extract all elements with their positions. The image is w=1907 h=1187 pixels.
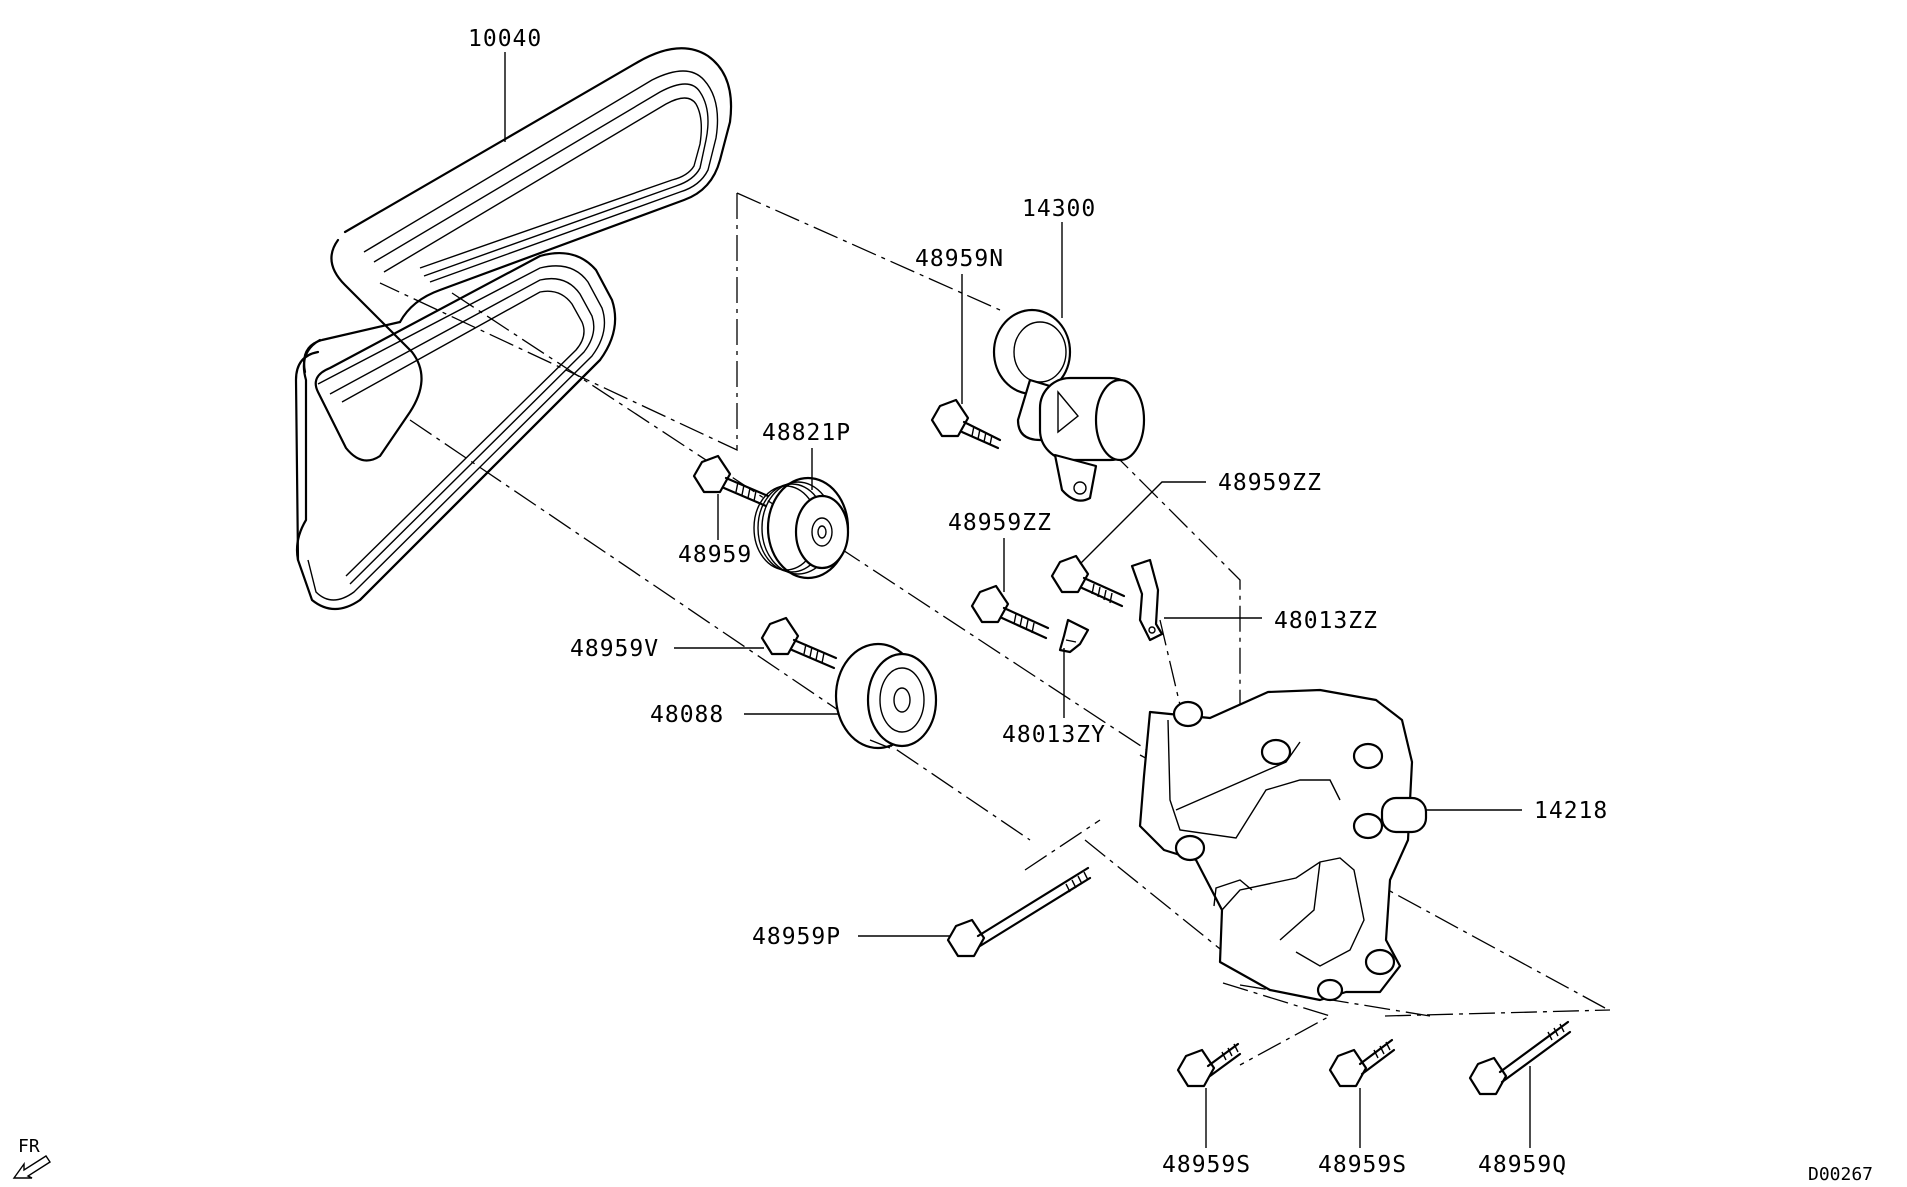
drawing-code: D00267 — [1808, 1164, 1873, 1185]
bolt-48959s-right[interactable] — [1328, 1038, 1396, 1088]
label-bracket: 14218 — [1534, 798, 1608, 824]
label-belt: 10040 — [468, 26, 542, 52]
leader-bolt-zz-right — [1079, 481, 1206, 565]
bolt-48959zz-right[interactable] — [1050, 554, 1126, 608]
bracket-clip-48013zz[interactable] — [1130, 558, 1164, 642]
label-bolt-zz-left: 48959ZZ — [948, 510, 1052, 536]
label-tensioner-bolt: 48959N — [915, 246, 1004, 272]
drive-belt[interactable] — [294, 47, 733, 611]
bolt-48959[interactable] — [692, 454, 770, 508]
idler-pulley-lower[interactable] — [834, 642, 938, 750]
assembly-centerlines — [379, 192, 1611, 1066]
label-bolt-q: 48959Q — [1478, 1152, 1567, 1178]
belt-tensioner[interactable] — [992, 308, 1146, 502]
label-bolt-upper: 48959 — [678, 542, 752, 568]
bolt-48959s-left[interactable] — [1176, 1042, 1242, 1088]
label-tensioner: 14300 — [1022, 196, 1096, 222]
accessory-bracket[interactable] — [1138, 688, 1428, 1002]
bolt-48959q[interactable] — [1468, 1020, 1572, 1096]
label-bolt-s-left: 48959S — [1162, 1152, 1251, 1178]
idler-pulley-upper[interactable] — [753, 476, 850, 580]
bolt-48959n[interactable] — [930, 398, 1002, 450]
label-idler-lower: 48088 — [650, 702, 724, 728]
bolt-48959v[interactable] — [760, 616, 838, 670]
bracket-clip-48013zy[interactable] — [1058, 618, 1090, 654]
label-long-bolt: 48959P — [752, 924, 841, 950]
direction-marker: FR — [18, 1136, 40, 1157]
bolt-48959zz-left[interactable] — [970, 584, 1050, 640]
label-clip-zz: 48013ZZ — [1274, 608, 1378, 634]
label-clip-zy: 48013ZY — [1002, 722, 1106, 748]
label-bolt-s-right: 48959S — [1318, 1152, 1407, 1178]
bolt-48959p[interactable] — [946, 866, 1092, 958]
label-idler-upper: 48821P — [762, 420, 851, 446]
arrow-down-left-icon — [12, 1155, 51, 1179]
label-bolt-zz-right: 48959ZZ — [1218, 470, 1322, 496]
label-bolt-v: 48959V — [570, 636, 659, 662]
